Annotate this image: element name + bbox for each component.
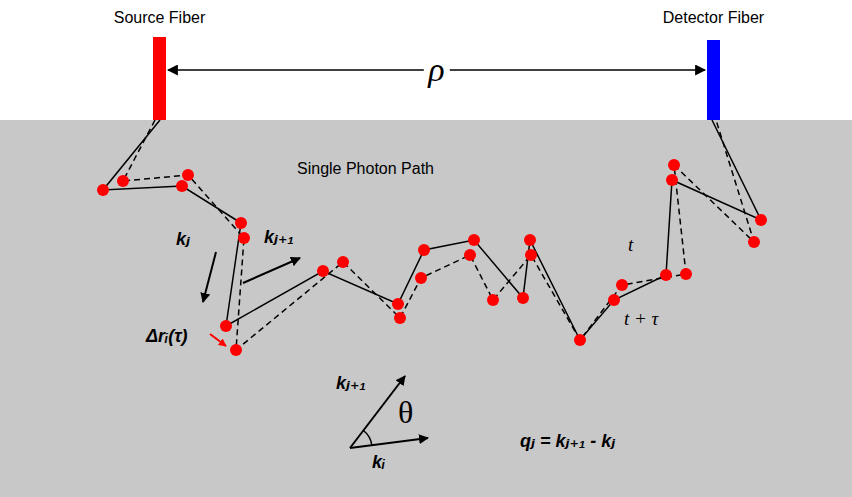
scatter-dot xyxy=(616,279,628,291)
displacement-label: Δrᵢ(τ) xyxy=(146,326,188,347)
scatter-dot xyxy=(666,174,678,186)
path-caption: Single Photon Path xyxy=(297,160,434,178)
displacement-arrow xyxy=(210,334,226,346)
scatter-dot xyxy=(117,175,129,187)
scatter-dot xyxy=(680,268,692,280)
scatter-dot xyxy=(176,180,188,192)
scattering-events xyxy=(97,159,767,356)
vector-label: kⱼ xyxy=(176,228,190,250)
equation-label: qⱼ = kⱼ₊₁ - kⱼ xyxy=(520,430,615,452)
scatter-dot xyxy=(608,294,620,306)
scatter-dot xyxy=(230,344,242,356)
scatter-dot xyxy=(574,334,586,346)
distance-label: ρ xyxy=(423,51,449,88)
scatter-dot xyxy=(660,269,672,281)
scatter-dot xyxy=(235,217,247,229)
scatter-dot xyxy=(755,214,767,226)
photon-path-solid xyxy=(103,120,761,340)
scatter-dot xyxy=(525,249,537,261)
fiber-bar xyxy=(153,37,166,120)
scatter-dot xyxy=(97,184,109,196)
vector-label: kⱼ₊₁ xyxy=(336,372,366,394)
angle-label: θ xyxy=(398,396,413,430)
scatter-dot xyxy=(238,232,250,244)
scatter-dot xyxy=(464,249,476,261)
vector-label: kᵢ xyxy=(372,452,385,473)
scatter-dot xyxy=(524,234,536,246)
scatter-dot xyxy=(392,298,404,310)
fiber-node: Source Fiber xyxy=(114,8,206,120)
scatter-dot xyxy=(220,320,232,332)
fiber-node: Detector Fiber xyxy=(663,8,764,120)
wave-vector-arrow xyxy=(203,252,216,302)
scatter-dot xyxy=(317,265,329,277)
scatter-dot xyxy=(182,169,194,181)
fiber-label: Detector Fiber xyxy=(663,8,764,27)
scatter-dot xyxy=(517,292,529,304)
scatter-dot xyxy=(487,294,499,306)
scatter-dot xyxy=(748,236,760,248)
scatter-dot xyxy=(337,256,349,268)
vector-label: kⱼ₊₁ xyxy=(264,226,294,248)
time-label: t xyxy=(628,234,633,256)
scatter-dot xyxy=(668,159,680,171)
angle-arc xyxy=(363,431,371,446)
fiber-bar xyxy=(707,40,720,120)
photon-path-dashed xyxy=(123,120,754,350)
fiber-label: Source Fiber xyxy=(114,8,206,27)
scatter-dot xyxy=(415,272,427,284)
tissue-region xyxy=(0,120,852,497)
scatter-dot xyxy=(394,312,406,324)
time-label: t + τ xyxy=(624,308,658,330)
wave-vector-arrow xyxy=(350,438,428,448)
scatter-dot xyxy=(468,234,480,246)
wave-vector-arrow xyxy=(243,258,300,283)
scatter-dot xyxy=(418,244,430,256)
